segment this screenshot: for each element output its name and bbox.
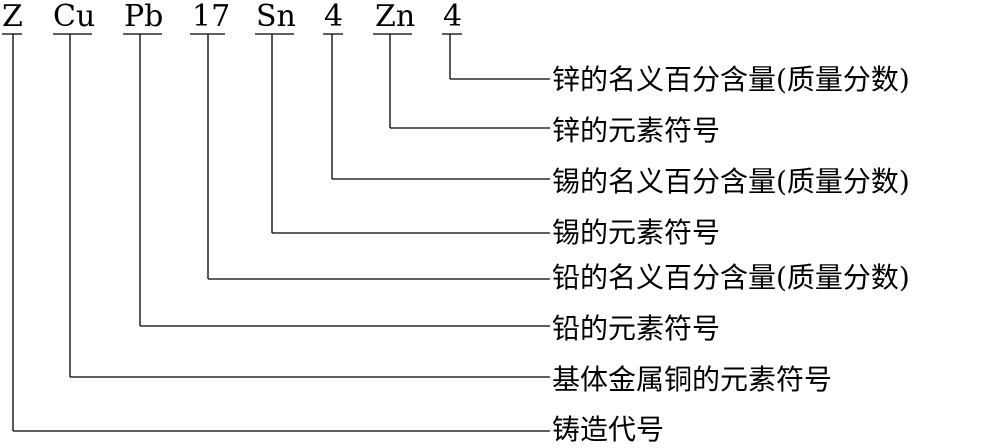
token-4-sn: 4: [324, 0, 344, 34]
token-pb: Pb: [124, 0, 164, 34]
token-sn: Sn: [256, 0, 296, 34]
token-4-zn: 4: [443, 0, 463, 34]
label-casting-code: 铸造代号: [552, 413, 665, 446]
label-tin-symbol: 锡的元素符号: [552, 216, 721, 249]
label-zinc-content: 锌的名义百分含量(质量分数): [552, 63, 910, 96]
token-z: Z: [2, 0, 23, 34]
label-lead-content: 铅的名义百分含量(质量分数): [552, 261, 910, 294]
token-zn: Zn: [375, 0, 416, 34]
label-tin-content: 锡的名义百分含量(质量分数): [552, 165, 910, 198]
token-cu: Cu: [53, 0, 96, 34]
label-lead-symbol: 铅的元素符号: [552, 312, 721, 345]
token-17: 17: [192, 0, 231, 34]
label-zinc-symbol: 锌的元素符号: [552, 114, 721, 147]
label-copper-symbol: 基体金属铜的元素符号: [552, 363, 833, 396]
